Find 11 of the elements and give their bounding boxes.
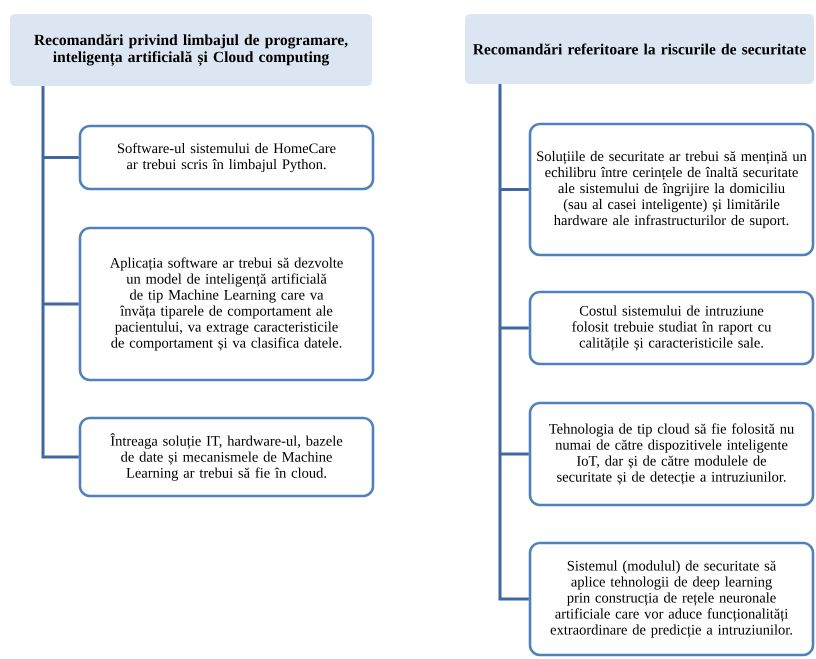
text-box: Soluțiile de securitate ar trebui să mențină un echilibru între cerințele de înaltă securitate ale sistemului de îngrijire la domiciliu (sau al casei inteligente) și limitările hardware ale infrastructurilor de suport. bbox=[528, 122, 814, 256]
text-box: Sistemul (modulul) de securitate să aplice tehnologii de deep learning prin construcția de rețele neuronale artificiale care vor aduce funcționalități extraordinare de predicție a intruziunilor. bbox=[528, 542, 814, 656]
heading-box: Recomandări referitoare la riscurile de securitate bbox=[465, 14, 814, 84]
text-box: Tehnologia de tip cloud să fie folosită nu numai de către dispozitivele inteligente IoT, dar și de către modulele de securitate și de detecție a intruziunilor. bbox=[528, 402, 814, 506]
text-box: Întreaga soluție IT, hardware-ul, bazele de date și mecanismele de Machine Learning ar trebui să fie în cloud. bbox=[78, 416, 374, 498]
text-box: Costul sistemului de intruziune folosit trebuie studiat în raport cu calitățile și caracteristicile sale. bbox=[528, 290, 814, 366]
connector-line bbox=[42, 86, 79, 458]
text-box: Software-ul sistemului de HomeCare ar trebui scris în limbajul Python. bbox=[78, 124, 374, 190]
heading-box: Recomandări privind limbajul de programare, inteligența artificială și Cloud computing bbox=[10, 14, 372, 86]
text-box: Aplicația software ar trebui să dezvolte un model de inteligență artificială de tip Machine Learning care va învăța tiparele de comportament ale pacientului, va extrage caracteristicile de comportament și va clasifica datele. bbox=[78, 226, 374, 382]
connector-line bbox=[498, 84, 529, 600]
